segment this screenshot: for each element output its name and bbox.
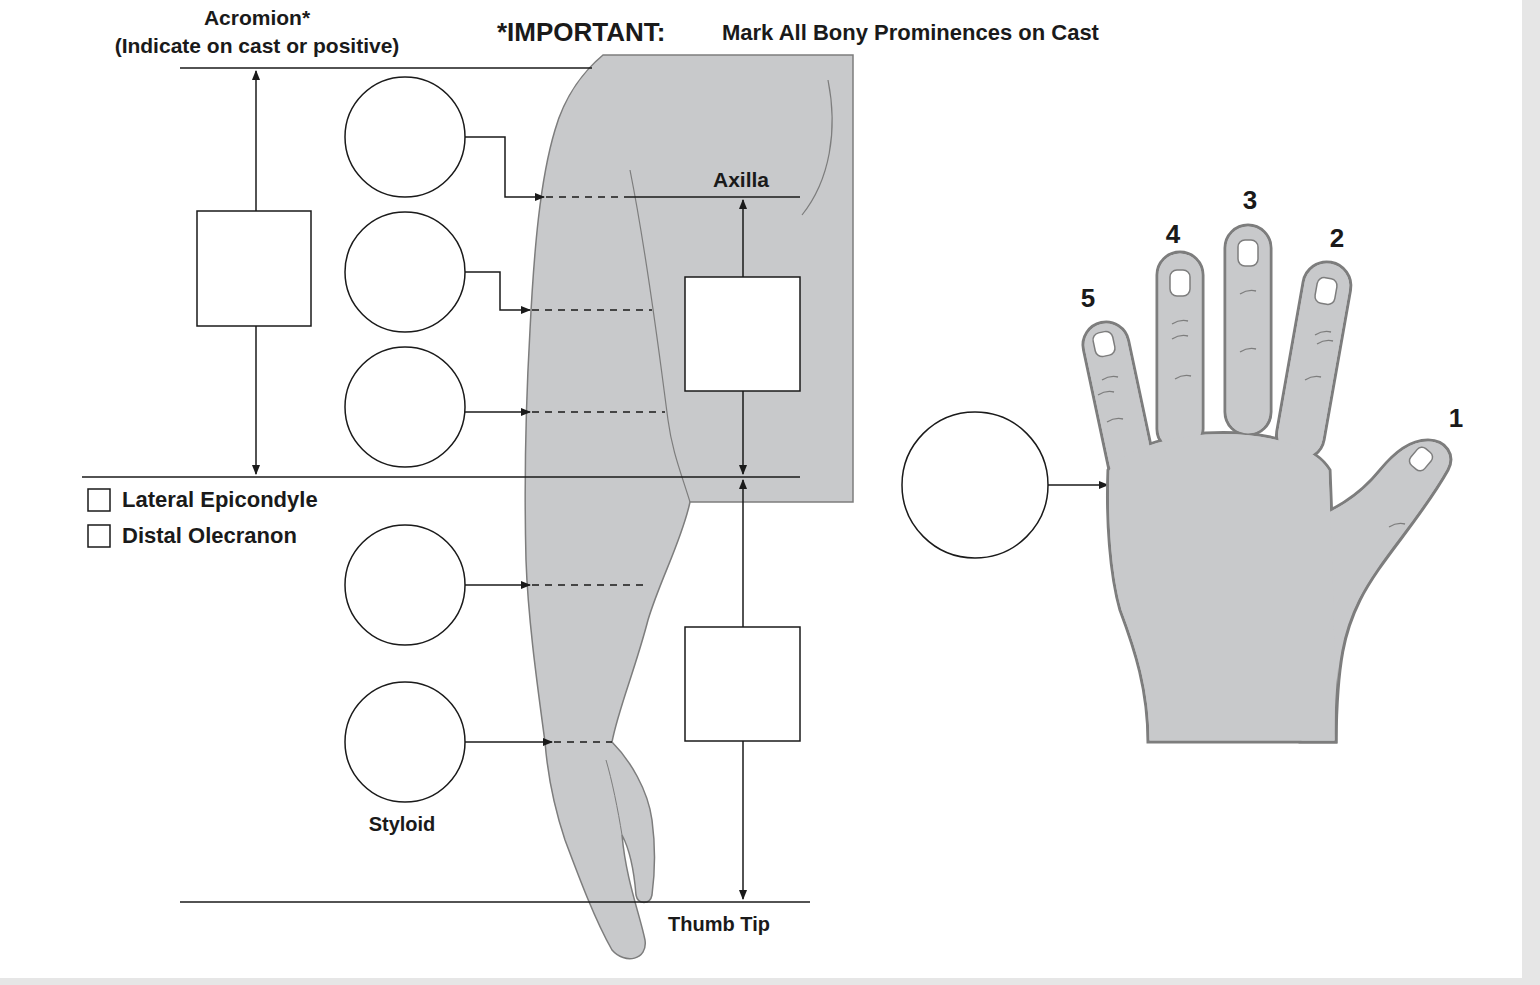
digit-number: 4	[1166, 220, 1180, 249]
finger-crease	[1107, 418, 1123, 422]
length-arrow	[197, 71, 311, 474]
hand-illustration	[1079, 225, 1451, 742]
length-arrow	[685, 200, 800, 899]
landmark-label: Axilla	[713, 168, 769, 191]
frame-strip	[1522, 0, 1540, 985]
digit-number: 3	[1243, 186, 1257, 215]
landmark-label: Acromion*	[204, 6, 310, 29]
fingernail	[1092, 240, 1435, 473]
finger-crease	[1175, 375, 1191, 379]
finger-crease	[1317, 340, 1333, 344]
digit-number: 2	[1330, 224, 1344, 253]
finger-crease	[1305, 376, 1321, 380]
measure-dashed-line	[532, 197, 665, 742]
finger-crease	[1315, 331, 1331, 335]
landmark-label: Styloid	[369, 813, 436, 835]
checkbox-label: Distal Olecranon	[122, 524, 297, 548]
important-note: Mark All Bony Prominences on Cast	[722, 21, 1099, 45]
reference-lines	[82, 68, 810, 902]
landmark-label: Thumb Tip	[668, 913, 770, 935]
finger-crease	[1172, 320, 1188, 324]
instruction-note: (Indicate on cast or positive)	[115, 34, 400, 57]
important-note: *IMPORTANT:	[497, 18, 666, 47]
digit-number: 1	[1449, 404, 1463, 433]
finger-crease	[1240, 348, 1256, 352]
arm-silhouette	[525, 55, 853, 959]
finger-crease	[1102, 376, 1118, 380]
frame-strip	[0, 978, 1540, 985]
digit-number: 5	[1081, 284, 1095, 313]
finger-crease	[1172, 335, 1188, 339]
finger-crease	[1240, 290, 1256, 294]
checkbox	[88, 489, 110, 547]
finger-crease	[1389, 523, 1405, 527]
leader-line	[465, 137, 1108, 742]
circumference-circle	[345, 77, 1048, 802]
finger-crease	[1098, 391, 1114, 395]
checkbox-label: Lateral Epicondyle	[122, 488, 318, 512]
